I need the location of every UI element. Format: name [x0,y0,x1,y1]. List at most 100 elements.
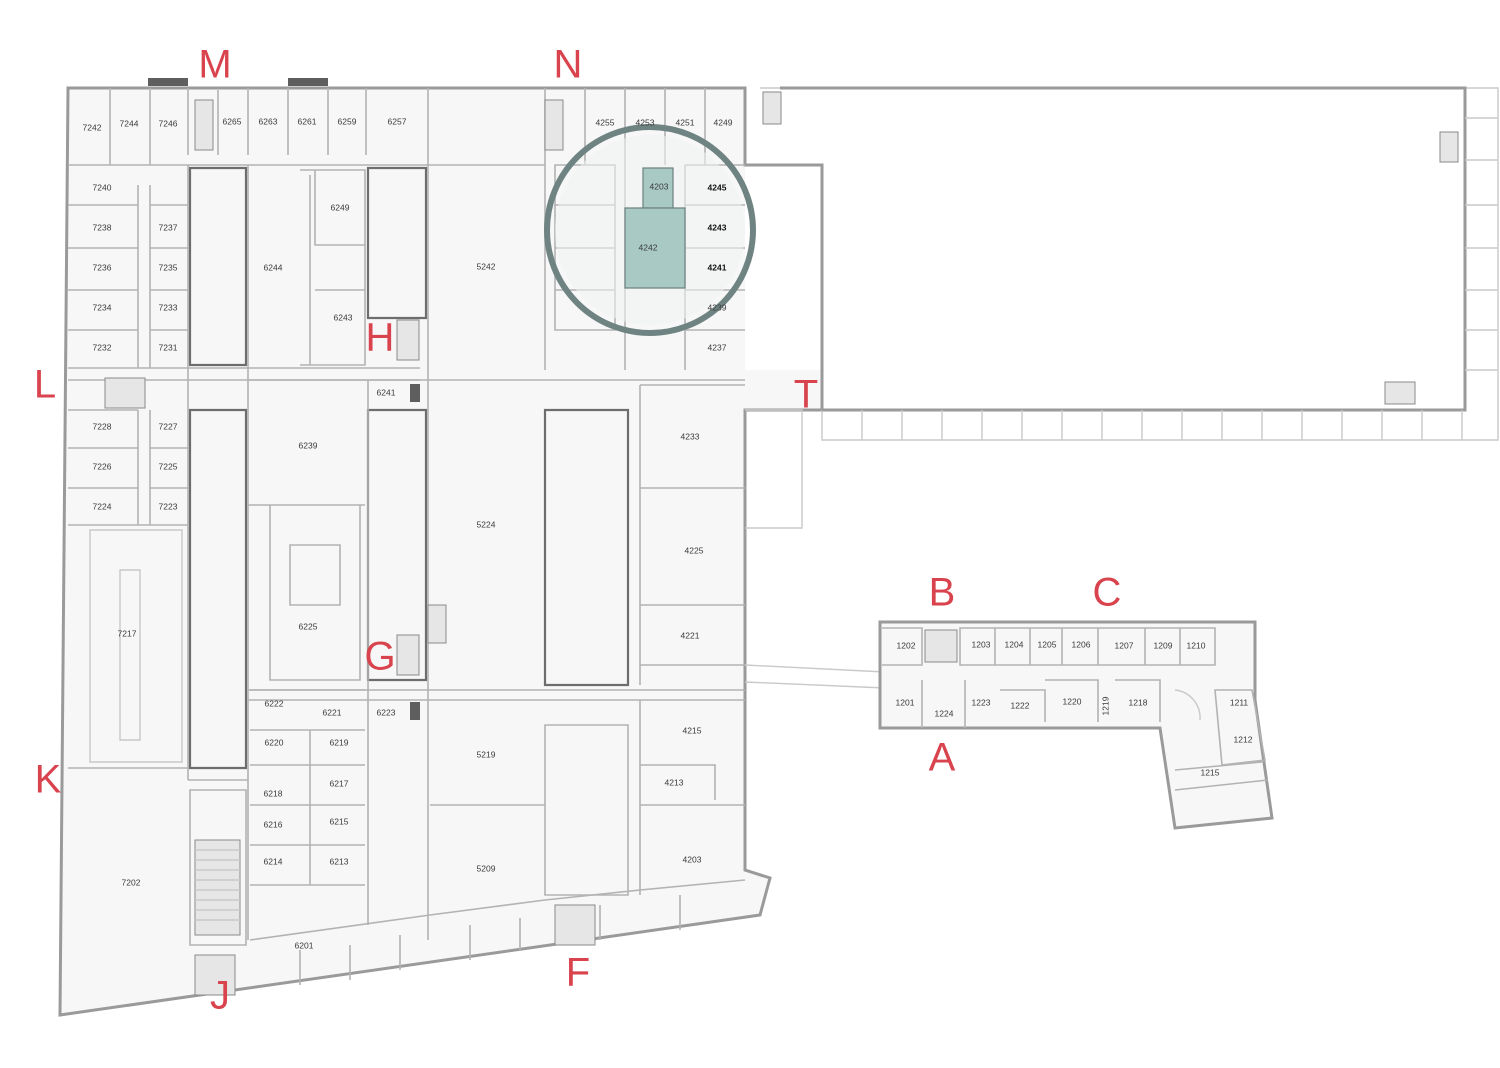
room-label: 7224 [93,501,112,511]
room-label: 7202 [122,877,141,887]
room-label: 7244 [120,118,139,128]
room-label: 6265 [223,116,242,126]
room-label: 1209 [1154,640,1173,650]
room-label: 1205 [1038,639,1057,649]
room-label: 7246 [159,118,178,128]
room-4203-highlight[interactable] [642,167,674,209]
entrance-a[interactable]: A [929,736,956,780]
room-label: 5209 [477,863,496,873]
room-label: 1223 [972,697,991,707]
entrance-m[interactable]: M [198,43,231,87]
focus-ring [544,124,756,336]
room-label: 4237 [708,342,727,352]
room-label: 7238 [93,222,112,232]
entrance-j[interactable]: J [210,974,230,1018]
room-label: 6263 [259,116,278,126]
room-label: 4233 [681,431,700,441]
room-label: 4243 [708,222,727,232]
room-label: 4221 [681,630,700,640]
room-label: 7225 [159,461,178,471]
entrance-n[interactable]: N [554,43,583,87]
room-label: 1203 [972,639,991,649]
room-label: 5219 [477,749,496,759]
room-label: 6222 [265,698,284,708]
room-4242-highlight[interactable] [624,207,686,289]
room-labels: 7242 7244 7246 6265 6263 6261 6259 6257 … [83,116,1253,950]
connector-bridge [744,664,886,689]
room-label: 7226 [93,461,112,471]
room-label: 6218 [264,788,283,798]
room-label: 4242 [639,242,658,252]
room-label: 6241 [377,387,396,397]
room-label: 6217 [330,778,349,788]
entrance-f[interactable]: F [566,951,590,995]
room-label: 6220 [265,737,284,747]
room-label: 1218 [1129,697,1148,707]
entrance-c[interactable]: C [1093,571,1122,615]
room-label: 4255 [596,117,615,127]
room-label: 7231 [159,342,178,352]
room-label: 4241 [708,262,727,272]
room-label: 4213 [665,777,684,787]
room-label: 6249 [331,202,350,212]
room-label: 7237 [159,222,178,232]
room-label: 5224 [477,519,496,529]
room-label: 7217 [118,628,137,638]
room-label: 1211 [1230,697,1249,707]
entrance-t[interactable]: T [794,373,818,417]
room-label: 1210 [1187,640,1206,650]
room-label: 7228 [93,421,112,431]
room-label: 6259 [338,116,357,126]
room-label: 1224 [935,708,954,718]
focus-area [544,124,756,336]
room-label: 6243 [334,312,353,322]
room-label: 7227 [159,421,178,431]
room-label: 7233 [159,302,178,312]
entrance-g[interactable]: G [364,635,395,679]
room-label: 4245 [708,182,727,192]
room-label: 5242 [477,261,496,271]
room-label: 6223 [377,707,396,717]
room-label: 4253 [636,117,655,127]
room-label: 7234 [93,302,112,312]
room-label: 1201 [896,697,915,707]
room-label: 7223 [159,501,178,511]
room-label: 1215 [1201,767,1220,777]
room-label: 4203 [683,854,702,864]
room-label: 6216 [264,819,283,829]
room-label: 7236 [93,262,112,272]
entrance-h[interactable]: H [366,316,395,360]
room-label: 6221 [323,707,342,717]
southeast-building [878,620,1274,830]
room-label: 6239 [299,440,318,450]
room-label: 1207 [1115,640,1134,650]
room-label: 1212 [1234,734,1253,744]
entrance-l[interactable]: L [34,363,56,407]
room-label: 4203 [650,181,669,191]
room-label: 4249 [714,117,733,127]
room-label: 1202 [897,640,916,650]
room-label: 6219 [330,737,349,747]
room-label: 1220 [1063,696,1082,706]
room-label: 4215 [683,725,702,735]
room-label: 1206 [1072,639,1091,649]
room-label: 6244 [264,262,283,272]
room-label: 4251 [676,117,695,127]
room-label: 7235 [159,262,178,272]
room-label: 4225 [685,545,704,555]
room-label: 6213 [330,856,349,866]
entrance-markers: M N L H T G K J F B C A [34,43,1122,1018]
room-label: 1204 [1005,639,1024,649]
room-label: 1222 [1011,700,1030,710]
entrance-b[interactable]: B [929,571,956,615]
room-label: 6214 [264,856,283,866]
room-label: 6257 [388,116,407,126]
room-label: 6215 [330,816,349,826]
room-label: 4239 [708,302,727,312]
room-label: 6261 [298,116,317,126]
room-label: 7242 [83,122,102,132]
entrance-k[interactable]: K [35,758,62,802]
room-label: 6201 [295,940,314,950]
east-annex [745,86,1499,529]
